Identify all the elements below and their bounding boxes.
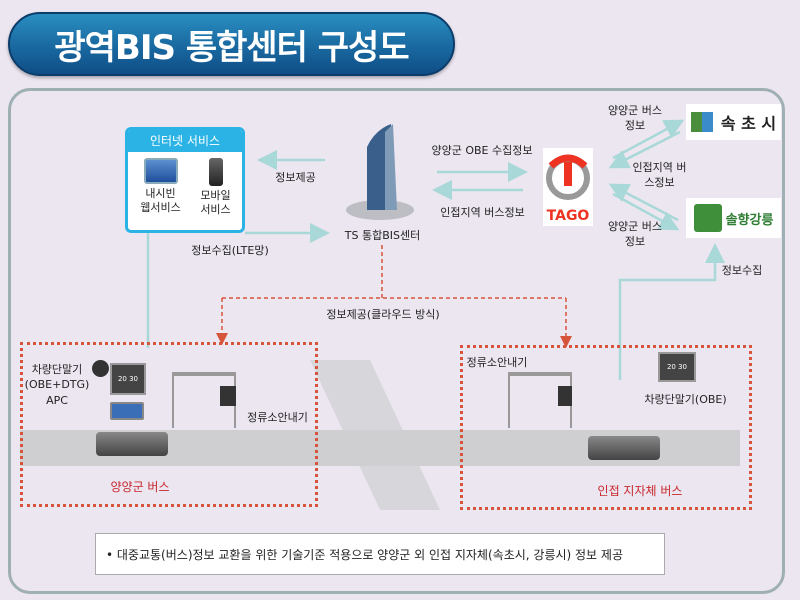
lte-collect-label: 정보수집(LTE망)	[191, 244, 269, 257]
mobile-service-label-2: 서비스	[200, 203, 231, 216]
sokcho-text: 속 초 시	[720, 114, 777, 133]
web-service-label-1: 내시빈	[145, 187, 176, 200]
arrow-from-gangneung	[608, 183, 679, 222]
right-stop-display-label: 정류소안내기	[466, 356, 528, 369]
stop-display-screen-icon	[558, 386, 572, 406]
pine-tree-icon	[693, 204, 722, 232]
left-terminal-sub-label: (OBE+DTG)	[24, 378, 90, 391]
arrow-info-collect	[618, 243, 725, 380]
mobile-service-label-1: 모바일	[200, 189, 231, 202]
sokcho-emblem-icon	[690, 112, 713, 132]
bus-icon	[96, 432, 168, 456]
mobile-service-item: 모바일 서비스	[188, 158, 242, 217]
info-collect-label: 정보수집	[721, 264, 763, 277]
obe-display-icon: 20 30	[658, 352, 696, 382]
cloud-provide-label: 정보제공(클라우드 방식)	[326, 308, 440, 321]
adjacent-info-label-2: 인접지역 버스정보	[632, 161, 687, 189]
arrow-to-gangneung	[612, 192, 680, 231]
diagram-frame	[8, 88, 785, 594]
yangyang-zone	[20, 342, 318, 507]
yangyang-info-label-1: 양양군 버스정보	[607, 104, 663, 132]
adjacent-info-label: 인접지역 버스정보	[440, 206, 525, 219]
stop-display-screen-icon	[220, 386, 236, 406]
monitor-icon	[143, 158, 178, 184]
arrow-from-sokcho	[608, 130, 681, 169]
camera-icon	[92, 360, 109, 377]
yangyang-info-label-2: 양양군 버스정보	[607, 220, 663, 248]
gangneung-logo: 솔향강릉	[686, 198, 781, 238]
internet-service-header: 인터넷 서비스	[128, 130, 242, 152]
mobile-phone-icon	[208, 158, 223, 186]
left-terminal-label: 차량단말기	[31, 363, 83, 376]
bus-stop-shelter-icon	[172, 372, 236, 428]
bus-icon	[588, 436, 660, 460]
right-terminal-label: 차량단말기(OBE)	[644, 393, 727, 406]
apc-device-icon	[110, 402, 144, 420]
yangyang-bus-label: 양양군 버스	[110, 480, 170, 494]
bus-stop-shelter-icon	[508, 372, 572, 428]
internet-service-box: 인터넷 서비스 내시빈 웹서비스 모바일 서비스	[125, 127, 245, 233]
page-title: 광역BIS 통합센터 구성도	[8, 12, 455, 76]
tago-text: TAGO	[546, 208, 590, 224]
building-icon	[346, 124, 414, 220]
center-label: TS 통합BIS센터	[344, 229, 421, 242]
obe-collect-label: 양양군 OBE 수집정보	[431, 144, 533, 157]
apc-label: APC	[46, 394, 68, 407]
footer-note: • 대중교통(버스)정보 교환을 위한 기술기준 적용으로 양양군 외 인접 지…	[95, 533, 665, 575]
tago-logo: TAGO	[543, 148, 593, 226]
gangneung-text: 솔향강릉	[725, 212, 774, 228]
info-provide-label: 정보제공	[275, 171, 316, 184]
sokcho-logo: 속 초 시	[686, 104, 781, 140]
web-service-label-2: 웹서비스	[140, 201, 181, 214]
tago-emblem-icon	[546, 154, 590, 200]
obe-display-icon: 20 30	[110, 363, 146, 395]
adjacent-bus-label: 인접 지자체 버스	[597, 484, 683, 498]
left-stop-display-label: 정류소안내기	[247, 411, 308, 424]
adjacent-zone	[460, 345, 752, 510]
web-service-item: 내시빈 웹서비스	[133, 158, 188, 215]
